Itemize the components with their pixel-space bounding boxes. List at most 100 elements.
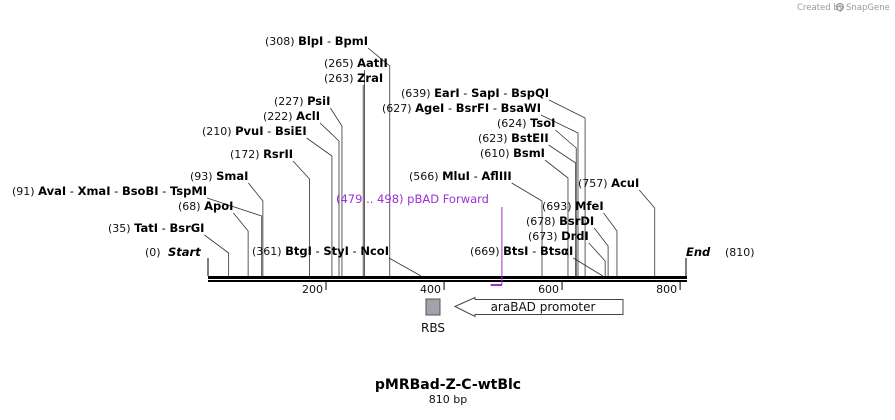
end-label: End [686, 245, 711, 259]
site-label-drdi[interactable]: (673) DrdI [528, 229, 589, 243]
site-position: (35) [108, 222, 134, 235]
site-text-mlui: (566) MluI - AflIII [409, 169, 512, 183]
start-position: (0) [145, 246, 161, 259]
leader-mlui [511, 182, 543, 276]
enzyme-name: TatI [134, 221, 158, 235]
arabad-promoter-arrow[interactable] [453, 296, 624, 318]
site-text-btgi: (361) BtgI - StyI - NcoI [252, 244, 389, 258]
leader-pvui [306, 137, 333, 276]
site-text-pvui: (210) PvuI - BsiEI [202, 124, 307, 138]
enzyme-name: BsrDI [559, 214, 594, 228]
leader-mfei [603, 212, 618, 276]
site-leader-lines [204, 47, 656, 277]
site-separator: - [312, 244, 323, 258]
site-label-bsmi[interactable]: (610) BsmI [480, 146, 545, 160]
enzyme-name: BtsI [503, 244, 528, 258]
enzyme-name: AflIII [481, 169, 511, 183]
leader-apoi [233, 212, 249, 276]
site-label-acli[interactable]: (222) AclI [263, 109, 320, 123]
site-separator: - [263, 124, 274, 138]
enzyme-name: MfeI [575, 199, 604, 213]
site-position: (669) [470, 245, 503, 258]
site-position: (172) [230, 148, 263, 161]
site-text-blpi: (308) BlpI - BpmI [265, 34, 368, 48]
site-text-acui: (757) AcuI [578, 176, 639, 190]
leader-eari [548, 99, 586, 276]
site-label-rsrii[interactable]: (172) RsrII [230, 147, 293, 161]
leader-rsrii [292, 160, 310, 276]
site-position: (361) [252, 245, 285, 258]
site-label-aatii[interactable]: (265) AatII [324, 56, 388, 70]
site-position: (263) [324, 72, 357, 85]
rbs-feature-label: RBS [421, 321, 445, 335]
enzyme-name: BpmI [335, 34, 368, 48]
leader-bsrdi [593, 227, 609, 276]
backbone-bottom-strand [208, 280, 687, 282]
enzyme-name: BspQI [511, 86, 549, 100]
enzyme-name: StyI [323, 244, 349, 258]
site-text-btsi: (669) BtsI - BtsαI [470, 244, 573, 258]
site-position: (93) [190, 170, 216, 183]
site-position: (227) [274, 95, 307, 108]
site-label-pvui[interactable]: (210) PvuI - BsiEI [202, 124, 307, 138]
enzyme-name: BtgI [285, 244, 312, 258]
site-label-btgi[interactable]: (361) BtgI - StyI - NcoI [252, 244, 389, 258]
site-position: (624) [497, 117, 530, 130]
site-label-smai[interactable]: (93) SmaI [190, 169, 248, 183]
leader-smai [248, 182, 264, 276]
branding-prefix: Created by [797, 3, 844, 13]
enzyme-name: TsoI [530, 116, 555, 130]
site-label-eari[interactable]: (639) EarI - SapI - BspQI [401, 86, 549, 100]
site-position: (678) [526, 215, 559, 228]
site-label-zrai[interactable]: (263) ZraI [324, 71, 383, 85]
site-label-agei[interactable]: (627) AgeI - BsrFI - BsaWI [382, 101, 541, 115]
site-text-bsrdi: (678) BsrDI [526, 214, 594, 228]
site-label-acui[interactable]: (757) AcuI [578, 176, 639, 190]
site-separator: - [158, 221, 169, 235]
site-label-tati[interactable]: (35) TatI - BsrGI [108, 221, 204, 235]
arabad-promoter-label: araBAD promoter [491, 300, 596, 314]
site-position: (265) [324, 57, 357, 70]
site-text-mfei: (693) MfeI [542, 199, 604, 213]
enzyme-name: BsiEI [275, 124, 307, 138]
site-label-bsteii[interactable]: (623) BstEII [478, 131, 549, 145]
site-label-avai[interactable]: (91) AvaI - XmaI - BsoBI - TspMI [12, 184, 207, 198]
site-position: (222) [263, 110, 296, 123]
enzyme-name: BlpI [298, 34, 323, 48]
leader-bsteii [548, 144, 577, 276]
leader-blpi [367, 47, 391, 276]
site-separator: - [110, 184, 121, 198]
leader-acli [319, 122, 340, 276]
enzyme-name: ApoI [204, 199, 233, 213]
primer-pbad-forward[interactable]: (479 .. 498) pBAD Forward [336, 192, 503, 286]
enzyme-name: BsaWI [501, 101, 541, 115]
site-label-psii[interactable]: (227) PsiI [274, 94, 330, 108]
tick-label-800: 800 [656, 283, 677, 296]
site-position: (610) [480, 147, 513, 160]
enzyme-name: AclI [296, 109, 320, 123]
enzyme-name: SapI [471, 86, 500, 100]
leader-btgi [388, 257, 422, 277]
site-text-zrai: (263) ZraI [324, 71, 383, 85]
site-text-psii: (227) PsiI [274, 94, 330, 108]
site-label-mfei[interactable]: (693) MfeI [542, 199, 604, 213]
enzyme-name: XmaI [78, 184, 111, 198]
enzyme-name: BsmI [513, 146, 545, 160]
site-position: (693) [542, 200, 575, 213]
leader-tsoi [555, 129, 577, 276]
site-text-smai: (93) SmaI [190, 169, 248, 183]
rbs-feature-box[interactable] [425, 298, 441, 316]
site-label-mlui[interactable]: (566) MluI - AflIII [409, 169, 512, 183]
site-label-bsrdi[interactable]: (678) BsrDI [526, 214, 594, 228]
site-label-tsoi[interactable]: (624) TsoI [497, 116, 555, 130]
enzyme-name: AatII [357, 56, 388, 70]
site-label-blpi[interactable]: (308) BlpI - BpmI [265, 34, 368, 48]
site-separator: - [489, 101, 500, 115]
site-label-apoi[interactable]: (68) ApoI [178, 199, 233, 213]
site-label-btsi[interactable]: (669) BtsI - BtsαI [470, 244, 573, 258]
end-position: (810) [725, 246, 755, 259]
tick-label-600: 600 [538, 283, 559, 296]
site-position: (623) [478, 132, 511, 145]
site-separator: - [528, 244, 539, 258]
